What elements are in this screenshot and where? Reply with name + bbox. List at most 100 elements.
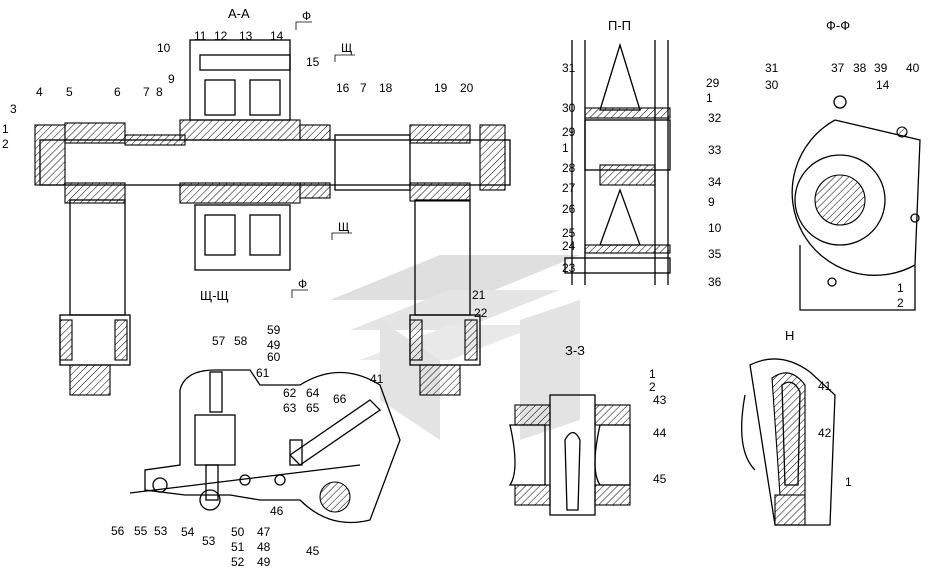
callout-shsh-56: 56 xyxy=(111,524,125,538)
callout-shsh-63: 63 xyxy=(283,401,297,415)
callout-aa-8: 8 xyxy=(156,85,163,99)
callout-ff-1: 1 xyxy=(897,281,904,295)
callout-pp-36: 36 xyxy=(708,275,722,289)
section-mark-label: Ф xyxy=(302,9,311,23)
callout-shsh-57: 57 xyxy=(212,334,226,348)
callout-ff-38: 38 xyxy=(853,61,867,75)
callout-pp-28: 28 xyxy=(562,161,576,175)
callout-shsh-64: 64 xyxy=(306,386,320,400)
callout-shsh-41: 41 xyxy=(370,372,384,386)
callout-n-1: 1 xyxy=(845,475,852,489)
callout-aa-15: 15 xyxy=(306,55,320,69)
callout-shsh-49: 49 xyxy=(257,555,271,569)
view-zz xyxy=(508,394,631,516)
callout-pp-10: 10 xyxy=(708,221,722,235)
callout-ff-14: 14 xyxy=(876,78,890,92)
section-mark-sh-top: Щ xyxy=(334,41,355,62)
callout-shsh-59: 59 xyxy=(267,323,281,337)
view-pp xyxy=(564,40,671,285)
callout-aa-4: 4 xyxy=(36,85,43,99)
view-shsh xyxy=(129,369,401,524)
callout-aa-13: 13 xyxy=(239,29,253,43)
callout-shsh-54: 54 xyxy=(181,525,195,539)
section-mark-sh-bottom: Щ xyxy=(331,220,352,240)
view-title-aa: А-А xyxy=(228,6,250,21)
callout-pp-26: 26 xyxy=(562,202,576,216)
callout-pp-29: 29 xyxy=(562,125,576,139)
callout-pp-35: 35 xyxy=(708,247,722,261)
view-aa xyxy=(34,39,511,396)
callout-shsh-61: 61 xyxy=(256,366,270,380)
view-title-shsh: Щ-Щ xyxy=(200,288,229,303)
section-mark-f-bottom: Ф xyxy=(291,277,308,298)
callout-pp-31: 31 xyxy=(562,61,576,75)
callout-aa-1: 1 xyxy=(2,122,9,136)
callout-n-42: 42 xyxy=(818,426,832,440)
callout-shsh-48: 48 xyxy=(257,540,271,554)
callout-shsh-53: 53 xyxy=(154,524,168,538)
callout-ff-39: 39 xyxy=(874,61,888,75)
callout-zz-44: 44 xyxy=(653,426,667,440)
callout-aa-20: 20 xyxy=(460,81,474,95)
callout-aa-11: 11 xyxy=(194,29,207,43)
watermark-logo xyxy=(330,255,580,440)
callout-pp-25: 25 xyxy=(562,226,576,240)
callout-shsh-46: 46 xyxy=(270,504,284,518)
callout-shsh-55: 55 xyxy=(134,524,148,538)
view-title-ff: Ф-Ф xyxy=(826,18,850,33)
view-title-zz: З-З xyxy=(565,343,585,358)
callout-shsh-50: 50 xyxy=(231,525,245,539)
callout-shsh-60: 60 xyxy=(267,350,281,364)
callout-pp-1: 1 xyxy=(562,141,569,155)
callout-pp-33: 33 xyxy=(708,143,722,157)
callout-aa-6: 6 xyxy=(114,85,121,99)
callout-shsh-58: 58 xyxy=(234,334,248,348)
callout-shsh-65: 65 xyxy=(306,401,320,415)
callout-aa-21: 21 xyxy=(472,288,486,302)
callout-n-41: 41 xyxy=(818,379,832,393)
view-title-n: Н xyxy=(785,328,794,343)
view-n xyxy=(741,358,836,526)
callout-pp-9: 9 xyxy=(708,195,715,209)
callout-shsh-62: 62 xyxy=(283,386,297,400)
callout-aa-19: 19 xyxy=(434,81,448,95)
callout-pp-29: 29 xyxy=(706,76,720,90)
callout-pp-32: 32 xyxy=(708,111,722,125)
callout-ff-30: 30 xyxy=(765,78,779,92)
callout-aa-16: 16 xyxy=(336,81,350,95)
section-mark-label: Щ xyxy=(341,41,352,55)
callout-pp-30: 30 xyxy=(562,101,576,115)
callout-shsh-51: 51 xyxy=(231,540,245,554)
callout-aa-9: 9 xyxy=(168,72,175,86)
callout-pp-27: 27 xyxy=(562,181,576,195)
callout-pp-34: 34 xyxy=(708,175,722,189)
view-title-pp: П-П xyxy=(608,18,631,33)
callout-zz-43: 43 xyxy=(653,393,667,407)
callout-shsh-45: 45 xyxy=(306,544,320,558)
callout-aa-7: 7 xyxy=(143,85,150,99)
callout-shsh-49: 49 xyxy=(267,338,281,352)
callout-shsh-47: 47 xyxy=(257,525,271,539)
section-mark-f-top: Ф xyxy=(295,9,312,30)
callout-ff-40: 40 xyxy=(906,61,920,75)
callout-pp-23: 23 xyxy=(562,261,576,275)
callout-pp-1: 1 xyxy=(706,91,713,105)
callout-shsh-66: 66 xyxy=(333,392,347,406)
callout-shsh-53: 53 xyxy=(202,534,216,548)
callouts-n: 41 42 1 xyxy=(818,379,852,489)
callout-aa-12: 12 xyxy=(214,29,228,43)
view-ff xyxy=(791,95,921,311)
callout-ff-31: 31 xyxy=(765,61,779,75)
callout-aa-10: 10 xyxy=(157,41,171,55)
callout-zz-45: 45 xyxy=(653,472,667,486)
callout-shsh-52: 52 xyxy=(231,555,245,569)
callout-ff-2: 2 xyxy=(897,296,904,310)
callout-zz-1: 1 xyxy=(649,367,656,381)
